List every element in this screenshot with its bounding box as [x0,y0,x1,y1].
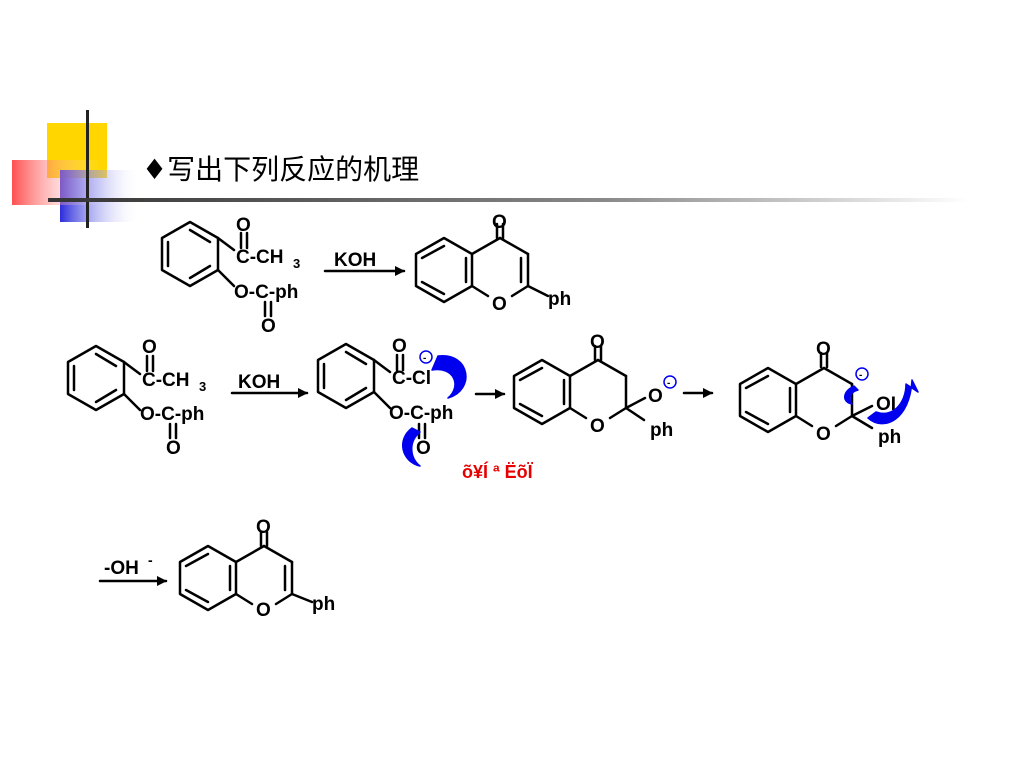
group-label: O-C-ph [140,404,204,425]
reactant-2-molecule: O C-CH 3 O-C-ph O [66,337,206,459]
subscript-label: 3 [199,379,206,394]
atom-label: O [492,212,507,233]
enolate-intermediate: O C-Cl O-C-ph O - [316,336,467,467]
atom-label: O [492,294,507,315]
curved-arrow-icon [867,379,919,425]
product-flavone-1: O O ph [414,212,571,315]
atom-label: O [648,386,663,407]
atom-label: O [256,600,271,621]
atom-label: O [392,336,407,357]
negative-charge-icon [663,375,677,389]
group-label: C-CH [142,370,190,391]
curved-arrow-icon [402,427,421,467]
group-label: O-C-ph [389,403,453,424]
reaction-arrow-5: -OH - [98,552,168,586]
slide-title: ♦写出下列反应的机理 [142,153,420,186]
atom-label: O [142,337,157,358]
atom-label: O [816,424,831,445]
group-label: ph [650,420,673,441]
reaction-arrow-1: KOH [323,250,406,276]
group-label: ph [312,594,335,615]
atom-label: O [261,316,276,337]
negative-charge-icon [855,367,869,381]
atom-label: O [256,517,271,538]
negative-charge-icon [419,350,433,364]
atom-label: O [590,416,605,437]
decor-vertical-bar [86,110,89,228]
charge-sign: - [667,378,670,389]
group-label: C-CH [236,247,284,268]
atom-label: O [416,438,431,459]
charge-sign: - [148,552,153,568]
reactant-1-molecule: O C-CH 3 O-C-ph O [160,215,300,337]
atom-label: O [166,438,181,459]
subscript-label: 3 [293,256,300,271]
product-flavone-2: O O ph [178,517,335,621]
atom-label: O [236,215,251,236]
curved-arrow-icon [431,355,467,399]
group-label: OI [876,394,896,415]
decor-horizontal-rule [48,198,968,202]
garbled-annotation: õ¥Í ª ËõÏ [462,461,534,482]
group-label: ph [548,289,571,310]
alkoxide-intermediate: O O O ph - [512,332,677,441]
reagent-label: KOH [334,250,376,271]
curved-arrow-icon [844,385,859,405]
atom-label: O [590,332,605,353]
reagent-label: KOH [238,372,280,393]
charge-sign: - [423,353,426,364]
atom-label: O [816,339,831,360]
charge-sign: - [859,370,862,381]
group-label: ph [878,427,901,448]
reagent-label: -OH [104,558,139,579]
reaction-arrow-2: KOH [230,372,309,398]
elimination-intermediate: O O OI ph - [738,339,919,448]
group-label: O-C-ph [234,282,298,303]
group-label: C-Cl [392,368,431,389]
